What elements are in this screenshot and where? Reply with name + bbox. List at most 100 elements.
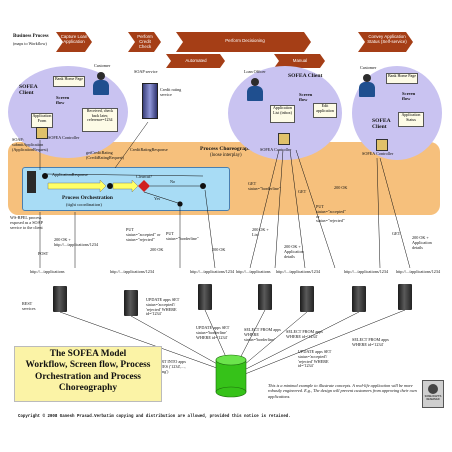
credit-rating-response-label: CreditRatingResponse [130, 147, 168, 152]
title-line-1: The SOFEA Model [49, 349, 127, 359]
url-1234-mid2: http://.../applications/1234 [276, 269, 321, 274]
connector-lines [39, 121, 411, 269]
rest-server-4 [258, 284, 272, 310]
note-text: This is a minimal example to illustrate … [268, 383, 417, 399]
customer-person-icon-right [358, 74, 376, 98]
workflow-step-status: Convey Application Status (Self-service) [367, 34, 407, 44]
application-response-label: ApplicationResponse [52, 172, 88, 177]
workflow-arrow-status [358, 32, 413, 52]
manual-label: Manual [292, 58, 308, 63]
workflow-arrow-decision [176, 32, 311, 52]
sql-update-apps2: UPDATE apps SET status='accepted'/ 'reje… [298, 349, 332, 369]
rest-server-5 [300, 286, 314, 312]
orch-arrow-1 [47, 179, 107, 193]
customer-label-right: Customer [360, 65, 377, 70]
controller-icon-right [376, 139, 388, 151]
wsbpel-label: WS-BPEL process exposed as a SOAP servic… [10, 215, 43, 230]
copyright-text: Copyright © 2008 Ganesh Prasad.Verbatim … [18, 415, 291, 419]
get-right: GET [392, 231, 401, 236]
get-borderline-label: GET status="borderline" [248, 181, 281, 191]
url-1234-right: http://.../applications/1234 [344, 269, 389, 274]
yes-label: Yes [154, 196, 161, 201]
workflow-arrow-credit [128, 32, 161, 52]
soap-submit-label: SOAP: submitApplication (ApplicationRequ… [12, 137, 49, 152]
ok-200-details-mid: 200 OK + Application details [284, 244, 304, 259]
orchestration-title: Process Orchestration [62, 195, 113, 201]
orch-arrow-2 [112, 179, 139, 193]
workflow-step-decision: Perform Decisioning [225, 38, 265, 43]
loan-officer-person-icon [246, 78, 264, 102]
ok-200-apps-left: 200 OK + http://.../applications/1234 [54, 237, 99, 247]
credit-rating-service-label: Credit rating service [160, 87, 182, 97]
get-mid: GET [298, 189, 307, 194]
controller-middle: SOFEA Controller [260, 147, 292, 152]
client-title-right: SOFEA Client [372, 118, 391, 131]
url-1234-mid: http://.../applications/1234 [190, 269, 235, 274]
client-title-middle: SOFEA Client [288, 73, 323, 79]
ok-200-list-label: 200 OK + List [252, 227, 269, 237]
title-line-2: Workflow, Screen flow, Process [25, 360, 151, 371]
sofea-title-box: The SOFEA Model Workflow, Screen flow, P… [14, 346, 162, 402]
put-accepted-left: PUT status="accepted" or status="rejecte… [126, 227, 161, 242]
manual-arrow [274, 54, 325, 68]
credit-rating-server [142, 83, 158, 119]
sql-select-borderline: SELECT FROM apps WHERE status='borderlin… [244, 327, 281, 342]
license-badge-text: SOME RIGHTS RESERVED [424, 395, 442, 401]
bank-home-page-right: Bank Home Page [386, 73, 418, 84]
orch-node-no [200, 183, 206, 189]
controller-icon-left [36, 127, 48, 139]
automated-arrow [166, 54, 225, 68]
workflow-step-credit: Perform Credit Check [137, 34, 153, 49]
workflow-arrows [56, 32, 413, 68]
screen-flow-middle: Screen flow [299, 92, 313, 102]
no-label: No [170, 179, 176, 184]
business-process-subtitle: (maps to Workflow) [13, 41, 47, 46]
title-line-3: Orchestration and Process [35, 371, 141, 382]
choreography-title: Process Choreography [200, 146, 255, 152]
decision-diamond [138, 180, 150, 192]
url-1234-left: http://.../applications/1234 [110, 269, 155, 274]
orch-node-yes [177, 201, 183, 207]
screen-flow-left: Screen flow [56, 95, 70, 105]
application-status-box: Application Status [398, 112, 424, 127]
screen-flow-right: Screen flow [402, 91, 416, 101]
sql-select-id2: SELECT FROM apps WHERE id='1234' [352, 337, 389, 347]
rest-server-6 [352, 286, 366, 312]
sql-update-accepted: UPDATE apps SET status='accepted'/ 'reje… [146, 297, 180, 317]
clearcut-label: Clearcut? [136, 174, 153, 179]
edit-application-box: Edit application [313, 103, 337, 118]
url-1234-far-right: http://.../applications/1234 [396, 269, 441, 274]
put-accepted-right: PUT status="accepted" or status="rejecte… [316, 204, 346, 224]
rest-services-label: REST services [22, 301, 36, 311]
client-title-left: SOFEA Client [19, 84, 38, 97]
orch-yes-line [143, 191, 179, 204]
rest-server-2 [124, 290, 138, 316]
automated-label: Automated [185, 58, 207, 63]
ok-200-left: 200 OK [150, 247, 164, 252]
bpel-server-icon [27, 171, 36, 193]
ok-200-mid: 200 OK [212, 247, 226, 252]
rest-server-7 [398, 284, 412, 310]
received-box-left: Received, check back later, reference=12… [82, 108, 118, 132]
ok-200-details-right: 200 OK + Application details [412, 235, 432, 250]
application-form-left: Application Form [31, 113, 53, 128]
orchestration-subtitle: (tight coordination) [66, 202, 102, 207]
orchestration-flow [27, 171, 206, 207]
controller-right: SOFEA Controller [362, 151, 394, 156]
ok-200-right: 200 OK [334, 185, 348, 190]
database-cylinder [215, 354, 247, 398]
sql-select-id: SELECT FROM apps WHERE id='1234' [286, 329, 323, 339]
url-apps-mid: http://.../applications [236, 269, 271, 274]
get-credit-rating-label: getCreditRating (CreditRatingRequest) [86, 150, 124, 160]
post-url-label: http://.../applications [30, 269, 65, 274]
license-badge: SOME RIGHTS RESERVED [422, 380, 444, 408]
controller-icon-middle [278, 133, 290, 145]
choreography-subtitle: (loose interplay) [210, 153, 242, 158]
orch-start-node [42, 173, 48, 179]
orch-node-2 [107, 183, 113, 189]
rest-server-1 [53, 286, 67, 312]
workflow-arrow-capture [56, 32, 92, 52]
customer-person-icon [92, 72, 110, 96]
title-line-4: Choreography [58, 383, 118, 394]
soap-service-label: SOAP service [134, 69, 158, 74]
